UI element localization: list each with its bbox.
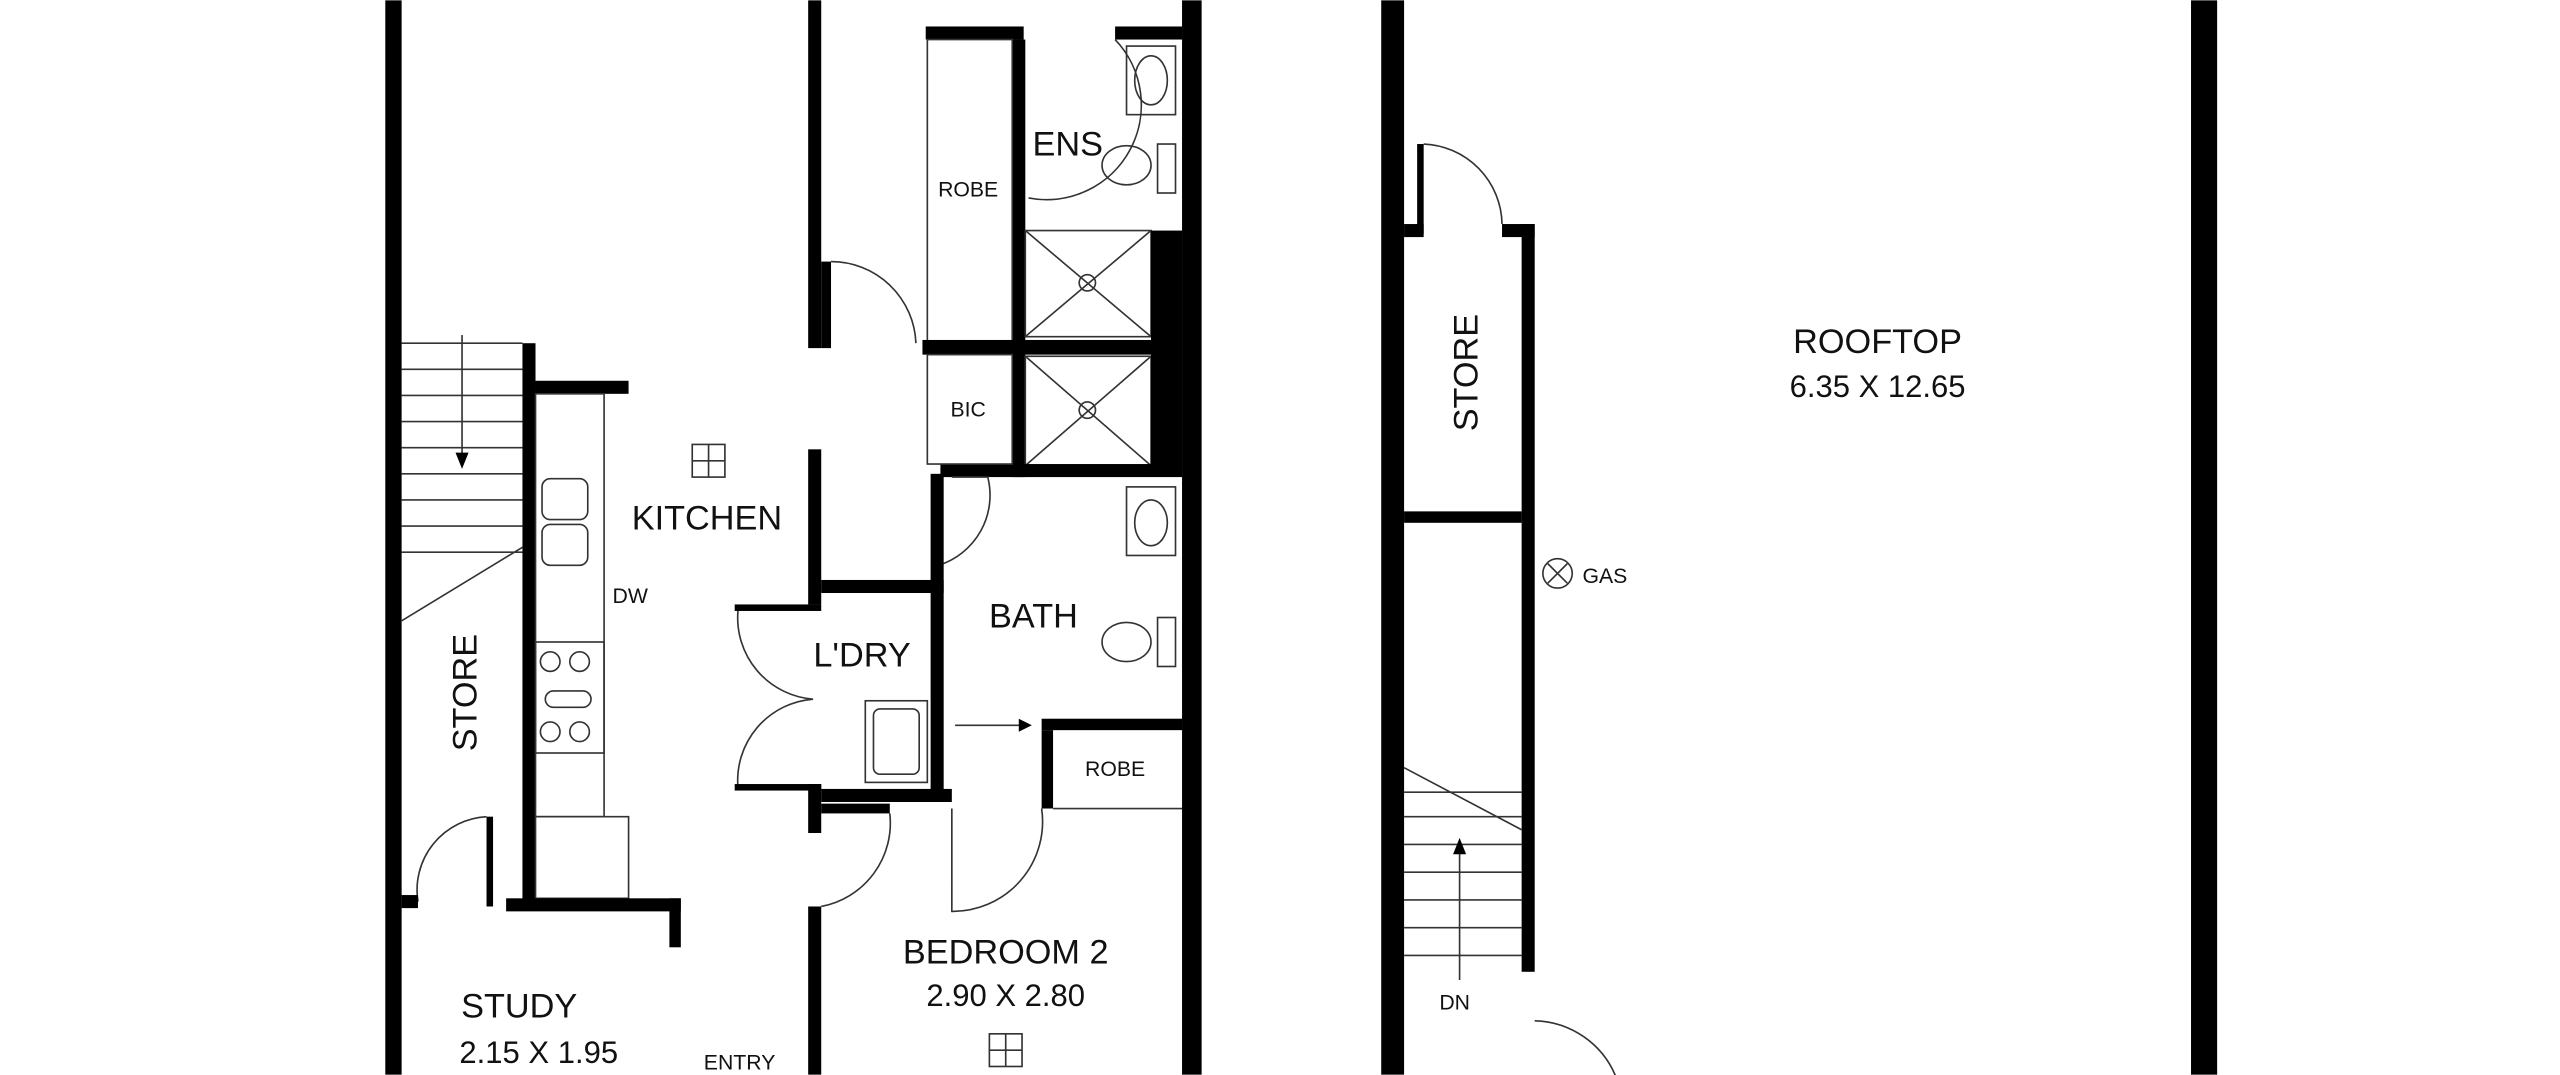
room-label-bedroom2: BEDROOM 2 xyxy=(903,934,1109,972)
toilet-icon xyxy=(1101,621,1152,663)
room-label-rooftop: ROOFTOP xyxy=(1793,323,1962,361)
wall xyxy=(1417,144,1424,234)
room-dims-bedroom2: 2.90 X 2.80 xyxy=(926,978,1085,1013)
label-down: DN xyxy=(1439,991,1470,1014)
sink-icon xyxy=(541,477,589,521)
stairs xyxy=(401,335,523,622)
wall xyxy=(1521,224,1535,972)
wall xyxy=(821,579,944,594)
room-label-store: STORE xyxy=(1448,314,1486,431)
wall xyxy=(821,261,832,349)
wall xyxy=(734,784,822,791)
toilet-icon xyxy=(1101,144,1152,186)
wall xyxy=(401,895,418,909)
arrow-head-icon xyxy=(455,452,469,469)
cooktop-icon xyxy=(534,641,605,754)
stairs xyxy=(1403,766,1523,980)
door-swing xyxy=(938,476,991,567)
room-label-kitchen: KITCHEN xyxy=(632,499,782,537)
sink xyxy=(1125,486,1177,557)
wall xyxy=(522,343,536,907)
wall xyxy=(930,473,944,801)
toilet-cistern xyxy=(1156,616,1177,668)
wall xyxy=(1041,718,1183,731)
door-swing xyxy=(1534,1019,1616,1075)
outer-wall-left xyxy=(385,0,402,1075)
shower-icon xyxy=(1024,355,1152,467)
door-swing xyxy=(1423,143,1503,225)
wall xyxy=(821,788,952,802)
sink-icon xyxy=(541,523,589,567)
wall xyxy=(535,380,629,394)
sink-basin xyxy=(1133,499,1169,547)
wall xyxy=(808,784,822,834)
wall xyxy=(486,816,494,907)
label-entry: ENTRY xyxy=(704,1052,776,1075)
room-label-robe: ROBE xyxy=(938,178,998,201)
wall xyxy=(808,906,822,1075)
room-label-study: STUDY xyxy=(461,987,577,1025)
rooftop-floor-plan: STORE GAS DN ROOFTOP 6.35 X 12.65 xyxy=(1381,0,2218,1075)
gas-meter-icon xyxy=(1542,557,1574,589)
label-gas: GAS xyxy=(1582,565,1627,588)
label-dishwasher: DW xyxy=(613,585,648,608)
window-icon xyxy=(988,1033,1023,1068)
room-label-store: STORE xyxy=(447,634,485,751)
wall xyxy=(506,898,681,912)
sink-basin xyxy=(1133,55,1169,106)
door-swing xyxy=(416,815,487,902)
room-label-bic: BIC xyxy=(950,399,985,422)
shower-icon xyxy=(1024,229,1152,338)
wall xyxy=(821,803,890,814)
wall xyxy=(1115,26,1183,40)
wall xyxy=(808,0,822,349)
room-label-laundry: L'DRY xyxy=(813,636,910,674)
door-swing xyxy=(831,260,917,344)
fridge-space xyxy=(534,815,630,900)
room-label-ens: ENS xyxy=(1033,125,1103,163)
wall xyxy=(734,604,822,611)
laundry-tub xyxy=(864,699,929,784)
door-swing xyxy=(821,813,892,908)
left-floor-plan: ENS ROBE BIC KITCHEN DW STORE L'DRY BATH… xyxy=(385,0,1202,1075)
outer-wall-left xyxy=(1381,0,1405,1075)
window-icon xyxy=(691,443,726,478)
wall xyxy=(808,449,822,605)
laundry-double-door xyxy=(736,610,814,788)
outer-wall-right xyxy=(2191,0,2218,1075)
sink xyxy=(1125,45,1177,116)
room-dims-rooftop: 6.35 X 12.65 xyxy=(1790,369,1966,404)
wall xyxy=(1012,39,1026,478)
arrow-head-icon xyxy=(1453,837,1467,855)
toilet-cistern xyxy=(1156,143,1177,194)
wall xyxy=(925,26,1024,40)
door-swing xyxy=(951,808,1044,913)
room-dims-study: 2.15 X 1.95 xyxy=(459,1035,618,1070)
door-swing xyxy=(1028,38,1143,201)
wall xyxy=(1404,511,1522,523)
wall xyxy=(669,898,681,948)
wall xyxy=(1041,730,1054,809)
room-label-robe-bedroom2: ROBE xyxy=(1085,758,1145,781)
room-label-bath: BATH xyxy=(989,597,1078,635)
wall xyxy=(922,339,1183,355)
wall xyxy=(940,464,1183,478)
bic-cabinet xyxy=(926,353,1014,465)
outer-wall-right xyxy=(1182,0,1202,1075)
